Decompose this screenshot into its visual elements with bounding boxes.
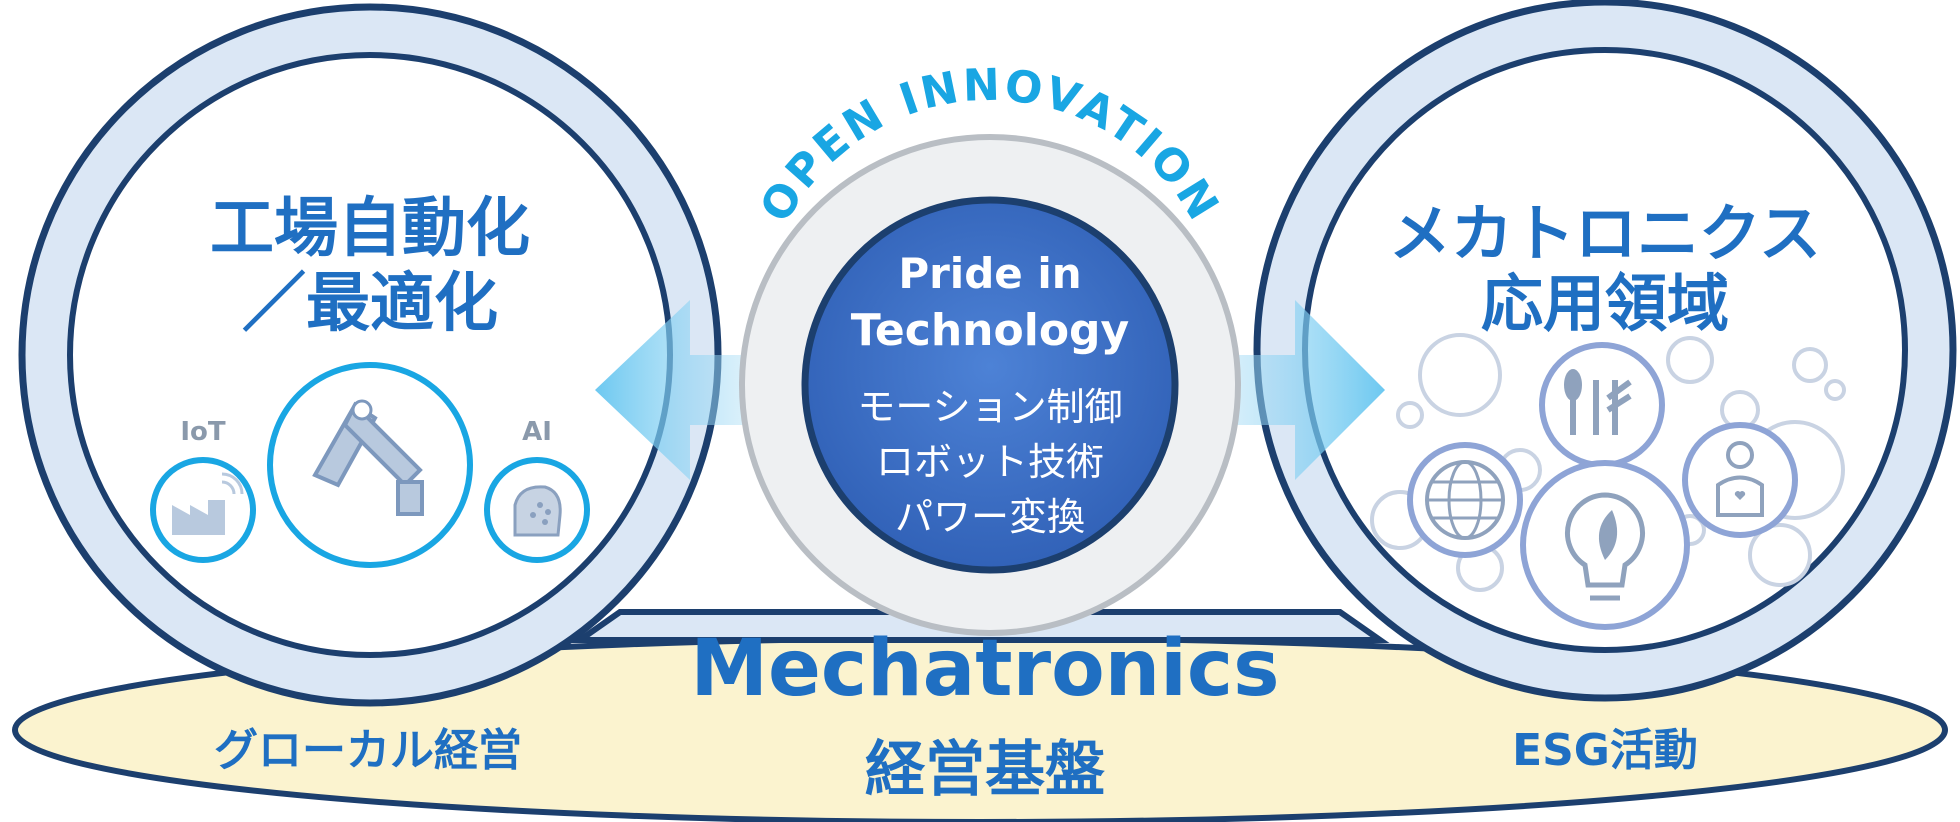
base-right-label: ESG活動 [1512,725,1698,776]
left-title-line2: ／最適化 [242,267,498,341]
eco-bulb-icon [1520,460,1690,630]
left-ring [18,3,722,707]
center-item-1: モーション制御 [857,385,1122,429]
arrow-left [595,300,820,480]
globe-icon [1407,442,1523,558]
right-title-line1: メカトロニクス [1389,197,1821,270]
robot-arm-icon [267,362,473,568]
center-item-3: パワー変換 [895,495,1085,539]
ai-label: AI [522,417,552,447]
healthcare-person-icon [1682,422,1798,538]
left-title-line1: 工場自動化 [210,192,530,266]
center-heading-line2: Technology [851,305,1129,356]
base-left-label: グローカル経営 [214,725,522,776]
iot-label: IoT [180,417,226,447]
base-center-label: 経営基盤 [865,735,1105,805]
center-item-2: ロボット技術 [876,440,1104,484]
mechatronics-label: Mechatronics [690,624,1279,714]
food-icon [1539,342,1665,468]
center-core [739,134,1241,636]
arrow-right [1140,300,1385,480]
factory-iot-icon [150,457,256,563]
ai-head-icon [484,457,590,563]
center-heading-line1: Pride in [898,249,1081,298]
right-title-line2: 応用領域 [1481,267,1729,340]
